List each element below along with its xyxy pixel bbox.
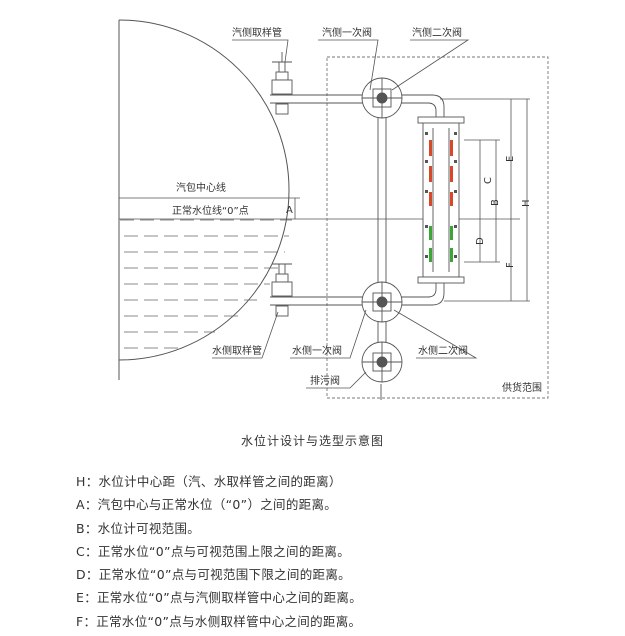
water-surface-dashes	[120, 219, 292, 349]
steam-primary-valve	[271, 52, 293, 115]
dim-h-label: H	[521, 199, 532, 207]
water-primary-valve-label: 水侧一次阀	[292, 344, 342, 357]
dim-e-label: E	[505, 156, 516, 162]
water-secondary-valve	[361, 281, 403, 323]
drain-valve	[361, 341, 403, 383]
drum-outline	[118, 19, 290, 361]
water-level-gauge-diagram: A 汽包中心线 正常水位线“0”点 供货范围	[118, 19, 549, 400]
supply-scope-label: 供货范围	[502, 381, 542, 394]
gauge-bolts	[425, 132, 457, 258]
water-sampling-pipe-label: 水侧取样管	[212, 344, 262, 357]
dim-a-label: A	[286, 205, 293, 216]
dim-d-label: D	[475, 237, 486, 245]
red-indicators	[429, 140, 453, 206]
dim-f-label: F	[505, 262, 516, 268]
water-secondary-valve-label: 水侧二次阀	[418, 344, 468, 357]
definition-d: D：正常水位“0”点与可视范围下限之间的距离。	[76, 567, 351, 583]
water-pipe	[270, 270, 445, 306]
definition-b: B：水位计可视范围。	[76, 520, 201, 536]
steam-primary-valve-label: 汽侧一次阀	[322, 26, 372, 39]
bottom-label-leaders	[212, 309, 478, 389]
vertical-pipe	[377, 113, 387, 400]
supply-scope-box	[326, 56, 549, 399]
definition-f: F：正常水位“0”点与水侧取样管中心之间的距离。	[76, 613, 362, 629]
gauge-body	[417, 116, 465, 284]
drum-centerline-label: 汽包中心线	[176, 181, 226, 194]
steam-secondary-valve	[361, 77, 403, 119]
definition-c: C：正常水位“0”点与可视范围上限之间的距离。	[76, 543, 351, 559]
steam-secondary-valve-label: 汽侧二次阀	[412, 26, 462, 39]
definition-h: H：水位计中心距（汽、水取样管之间的距离）	[76, 474, 342, 489]
normal-water-level-label: 正常水位线“0”点	[172, 204, 249, 217]
dim-b-label: B	[490, 199, 501, 206]
dimension-lines	[440, 98, 530, 302]
drain-valve-label: 排污阀	[310, 374, 340, 387]
dim-c-label: C	[483, 177, 494, 184]
top-label-leaders	[232, 39, 470, 91]
green-indicators	[429, 226, 453, 262]
steam-sampling-pipe-label: 汽侧取样管	[232, 26, 282, 39]
definitions-list: H：水位计中心距（汽、水取样管之间的距离） A：汽包中心与正常水位（“0”）之间…	[76, 470, 362, 633]
figure-caption: 水位计设计与选型示意图	[240, 434, 384, 448]
definition-a: A：汽包中心与正常水位（“0”）之间的距离。	[76, 497, 338, 513]
water-primary-valve	[271, 263, 293, 317]
definition-e: E：正常水位“0”点与汽侧取样管中心之间的距离。	[76, 590, 363, 606]
